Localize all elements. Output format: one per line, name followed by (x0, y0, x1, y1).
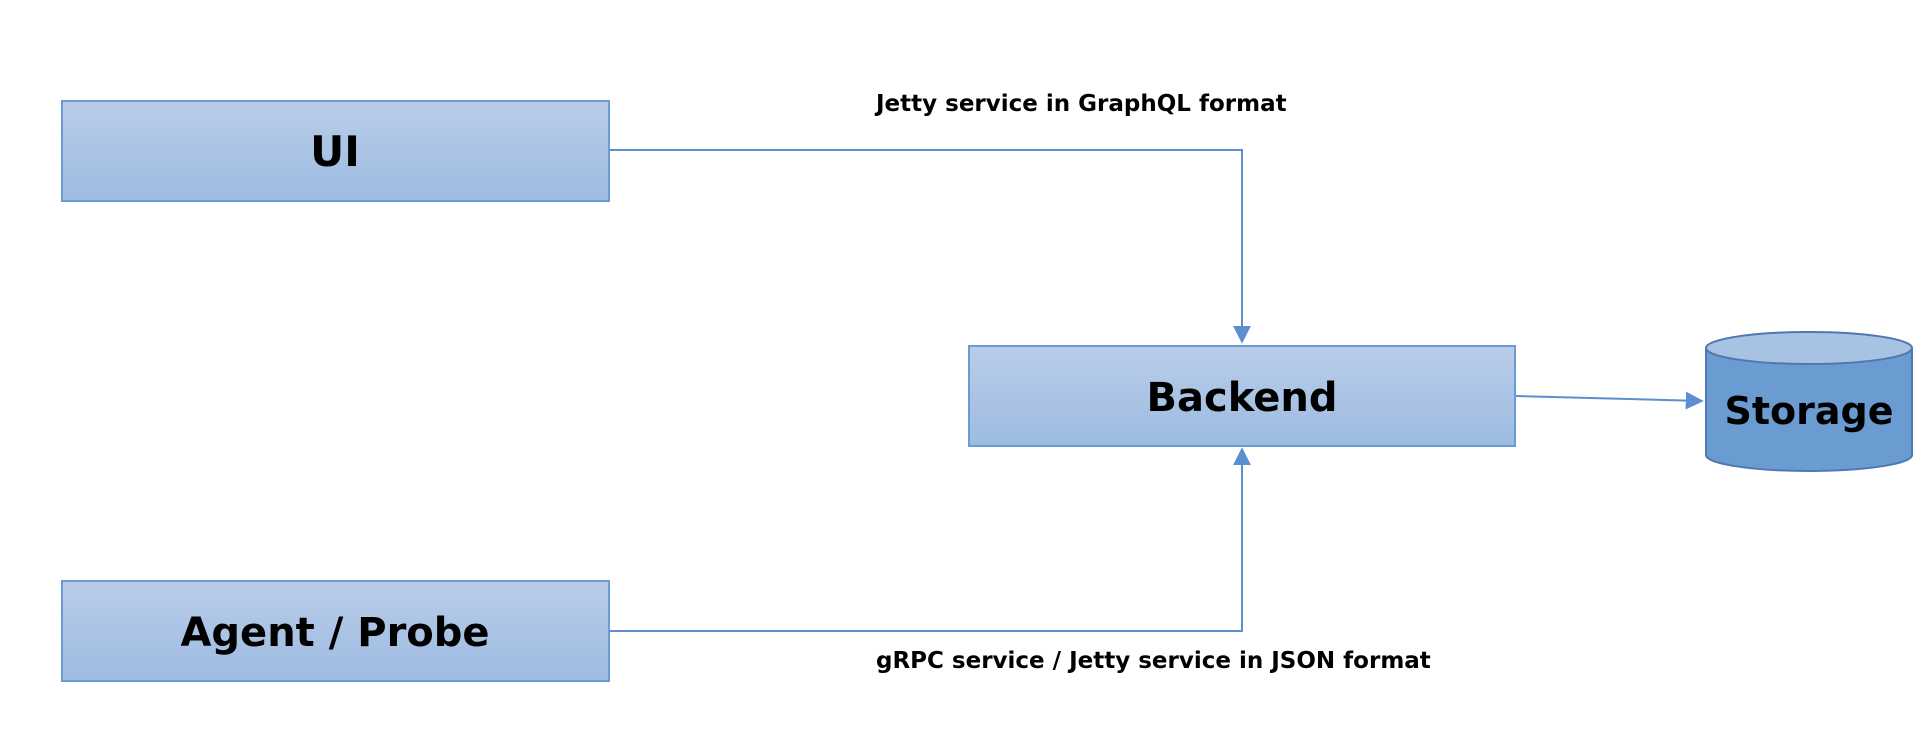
backend-label: Backend (1147, 375, 1338, 421)
connector-backend-to-storage (1515, 391, 1704, 410)
edge-label-grpc-json: gRPC service / Jetty service in JSON for… (876, 648, 1431, 674)
agent-probe-label: Agent / Probe (180, 610, 489, 656)
storage-label: Storage (1725, 389, 1894, 433)
agent-probe-node[interactable]: Agent / Probe (61, 580, 610, 682)
ui-node[interactable]: UI (61, 100, 610, 202)
backend-node[interactable]: Backend (968, 345, 1516, 447)
agent-probe-box (61, 580, 610, 682)
storage-cylinder-body (1705, 347, 1913, 472)
connector-ui-to-backend (610, 149, 1251, 344)
edge-label-graphql: Jetty service in GraphQL format (874, 91, 1287, 117)
ui-box (61, 100, 610, 202)
connector-agent-to-backend (610, 447, 1251, 632)
storage-node[interactable]: Storage (1705, 331, 1913, 472)
ui-label: UI (310, 127, 360, 176)
backend-box (968, 345, 1516, 447)
storage-cylinder-top (1705, 331, 1913, 365)
